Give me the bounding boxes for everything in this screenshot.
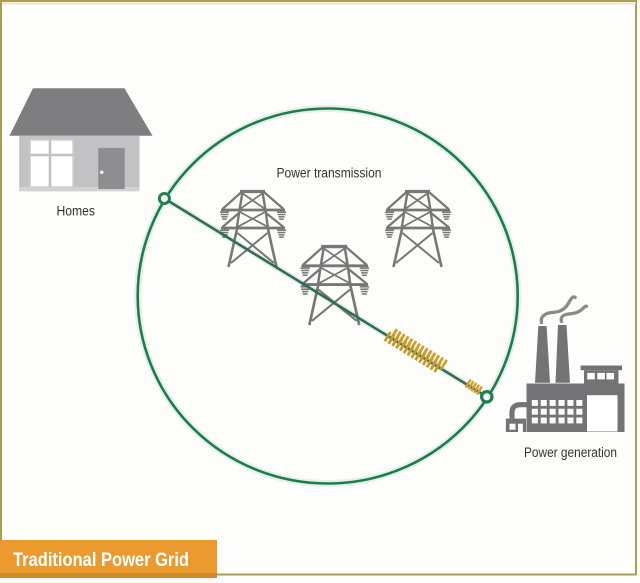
svg-text:Homes: Homes <box>57 204 96 219</box>
svg-text:Power transmission: Power transmission <box>277 166 382 181</box>
svg-text:Power generation: Power generation <box>524 445 617 460</box>
svg-text:Traditional Power Grid: Traditional Power Grid <box>13 549 189 571</box>
